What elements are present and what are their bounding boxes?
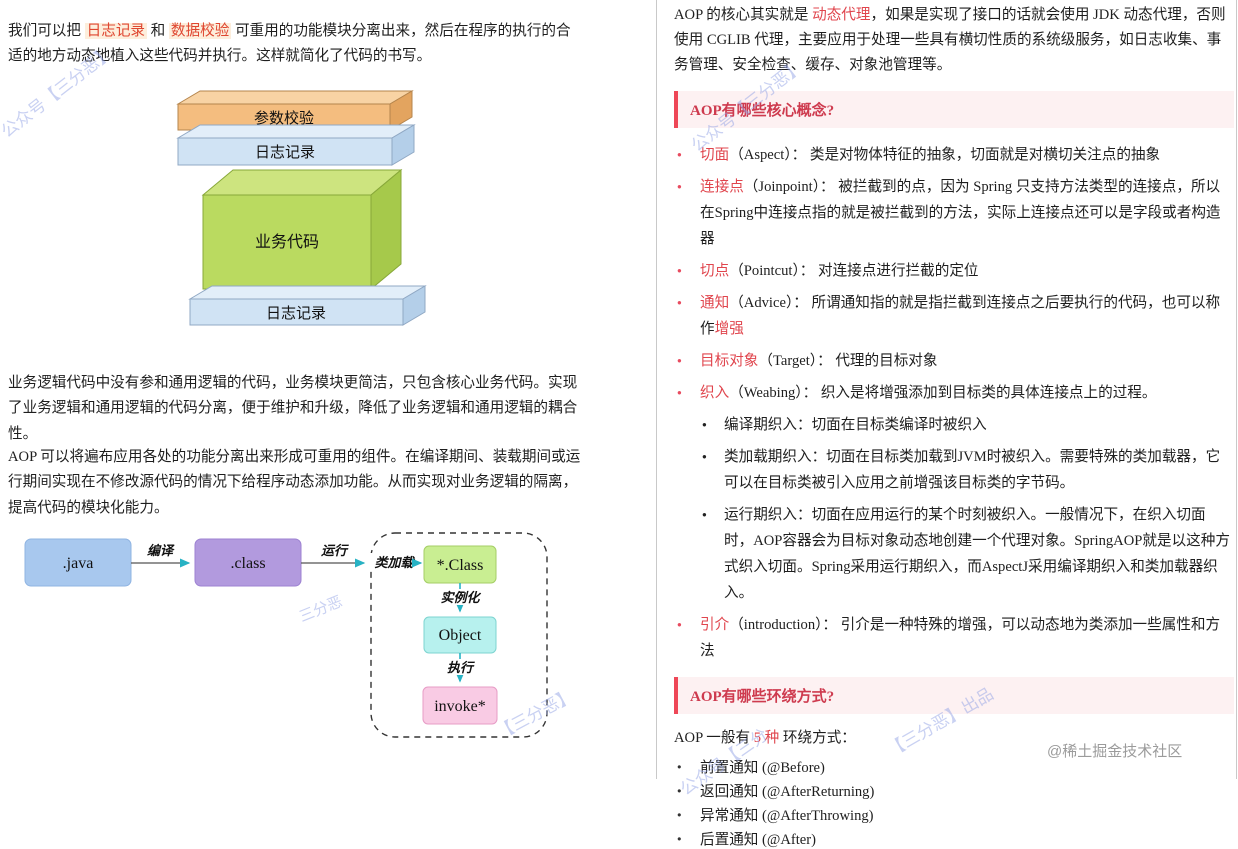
list-item-before: 前置通知 (@Before)	[674, 758, 1234, 777]
label-execute-bg	[445, 659, 475, 675]
list-item-introduction: 引介（introduction）： 引介是一种特殊的增强，可以动态地为类添加一些…	[674, 612, 1234, 664]
community-credit: @稀土掘金技术社区	[1047, 743, 1183, 760]
section-header-core-concepts: AOP有哪些核心概念?	[674, 91, 1234, 128]
node-class-label: .class	[230, 555, 265, 572]
label-execute: 执行	[447, 660, 475, 675]
label-instantiate: 实例化	[440, 590, 481, 605]
around-types-list: 前置通知 (@Before) 返回通知 (@AfterReturning) 异常…	[674, 758, 1234, 849]
left-paragraph-3: AOP 可以将遍布应用各处的功能分离出来形成可重用的组件。在编译期间、装载期间或…	[8, 448, 581, 516]
layers-diagram: 参数校验 日志记录 业务代码 日志记录	[176, 90, 427, 326]
text-segment: 可重用的功能模块分离出来，然后在程序的执行的合适的地方动态地植入这些代码并执行。…	[8, 22, 571, 65]
list-item-after: 后置通知 (@After)	[674, 830, 1234, 849]
list-item-after-returning: 返回通知 (@AfterReturning)	[674, 782, 1234, 801]
highlight-validation: 数据校验	[168, 22, 232, 39]
list-item-after-throwing: 异常通知 (@AfterThrowing)	[674, 806, 1234, 825]
text-segment: ，如果是实现了接口的话就会使用 JDK 动态代理，否则使用 CGLIB 代理，主…	[674, 7, 1226, 73]
label-run: 运行	[321, 543, 349, 558]
highlight-logging: 日志记录	[84, 22, 148, 39]
label-instantiate-bg	[438, 589, 482, 605]
list-item-pointcut: 切点（Pointcut）： 对连接点进行拦截的定位	[674, 258, 1234, 284]
section-header-around-types: AOP有哪些环绕方式?	[674, 677, 1234, 714]
label-classload-bg	[370, 553, 418, 571]
text-segment: AOP 的核心其实就是	[674, 7, 813, 23]
node-invoke	[422, 686, 498, 725]
core-concepts-list: 切面（Aspect）： 类是对物体特征的抽象，切面就是对横切关注点的抽象 连接点…	[674, 142, 1234, 664]
cube-label-business-code: 业务代码	[255, 233, 319, 251]
right-page: AOP 的核心其实就是 动态代理，如果是实现了接口的话就会使用 JDK 动态代理…	[674, 0, 1234, 848]
list-item-classload-weaving: 类加载期织入：切面在目标类加载到JVM时被织入。需要特殊的类加载器，它可以在目标…	[700, 444, 1234, 496]
node-object-label: Object	[439, 627, 482, 644]
text-segment: 环绕方式：	[779, 730, 856, 746]
node-invoke-label: invoke*	[434, 698, 486, 715]
red-dynamic-proxy: 动态代理	[812, 7, 871, 23]
red-five-types: 5 种	[753, 730, 780, 746]
classloader-dashed-container	[370, 532, 548, 738]
list-item-aspect: 切面（Aspect）： 类是对物体特征的抽象，切面就是对横切关注点的抽象	[674, 142, 1234, 168]
left-paragraph-1: 我们可以把 日志记录 和 数据校验 可重用的功能模块分离出来，然后在程序的执行的…	[8, 19, 584, 70]
right-paragraph-1: AOP 的核心其实就是 动态代理，如果是实现了接口的话就会使用 JDK 动态代理…	[674, 3, 1232, 78]
node-star-class-label: *.Class	[437, 557, 484, 574]
list-item-target: 目标对象（Target）： 代理的目标对象	[674, 348, 1234, 374]
cube-business-code	[201, 168, 403, 291]
list-item-joinpoint: 连接点（Joinpoint）： 被拦截到的点，因为 Spring 只支持方法类型…	[674, 174, 1234, 252]
slab-parameter-validation	[176, 90, 414, 131]
left-page: 我们可以把 日志记录 和 数据校验 可重用的功能模块分离出来，然后在程序的执行的…	[0, 0, 656, 779]
list-item-runtime-weaving: 运行期织入：切面在应用运行的某个时刻被织入。一般情况下，在织入切面时，AOP容器…	[700, 502, 1234, 606]
slab-logging-bottom	[188, 285, 427, 326]
document-page: { "watermarks": { "w1": "公众号【三分恶】", "w2"…	[0, 0, 1238, 779]
slab-label-parameter-validation: 参数校验	[254, 110, 314, 127]
slab-label-logging-top: 日志记录	[255, 144, 315, 161]
slab-label-logging-bottom: 日志记录	[266, 305, 326, 322]
node-java-label: .java	[63, 555, 94, 572]
flow-diagram: .java 编译 .class 运行 类加载 *.Class 实例化 Objec…	[24, 532, 548, 738]
right-paragraph-2: AOP 一般有 5 种 环绕方式：	[674, 726, 1232, 751]
text-segment: 和	[147, 22, 169, 39]
label-classload: 类加载	[374, 555, 415, 570]
slab-logging-top	[176, 124, 416, 166]
label-compile: 编译	[147, 543, 175, 558]
weaving-sub-list: 编译期织入：切面在目标类编译时被织入 类加载期织入：切面在目标类加载到JVM时被…	[700, 412, 1234, 606]
page-divider	[656, 0, 657, 779]
left-paragraph-2: 业务逻辑代码中没有参和通用逻辑的代码，业务模块更简洁，只包含核心业务代码。实现了…	[8, 374, 578, 442]
list-item-advice: 通知（Advice）： 所谓通知指的就是指拦截到连接点之后要执行的代码，也可以称…	[674, 290, 1234, 342]
text-segment: 我们可以把	[8, 22, 85, 39]
text-segment: AOP 一般有	[674, 730, 754, 746]
page-right-edge	[1236, 0, 1237, 779]
list-item-weaving: 织入（Weabing）： 织入是将增强添加到目标类的具体连接点上的过程。 编译期…	[674, 380, 1234, 606]
list-item-compile-weaving: 编译期织入：切面在目标类编译时被织入	[700, 412, 1234, 438]
